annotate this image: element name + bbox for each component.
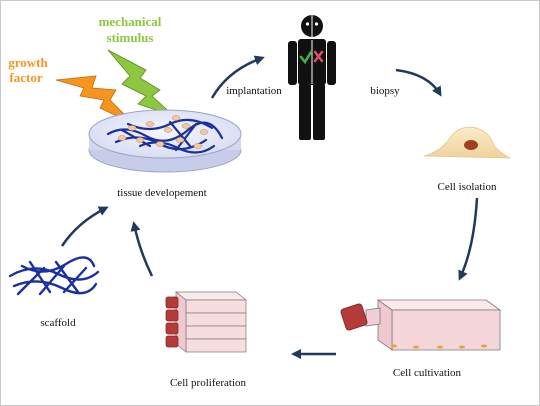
tissue-development-label: tissue developement [117,187,207,199]
stacked-flasks-icon [165,291,247,353]
mechanical-label: mechanical [99,14,162,29]
cycle-arrows [60,55,479,359]
cell-isolation-label: Cell isolation [438,181,497,193]
scaffold-icon [8,256,100,296]
arrow-to-cell-cultivation [458,197,479,281]
check-icon [299,50,313,65]
human-figure-icon [288,15,336,140]
arrow-to-cell-isolation [395,68,442,97]
biopsy-label: biopsy [370,85,400,97]
arrow-to-tissue-from-proliferation [130,221,154,277]
cell-proliferation-label: Cell proliferation [170,377,247,389]
culture-flask-icon [340,299,502,351]
isolated-cell-icon [423,126,511,159]
arrow-to-tissue-from-scaffold [60,206,109,247]
cell-cultivation-label: Cell cultivation [393,367,462,379]
scaffold-label: scaffold [40,317,76,329]
growth-label: growth [8,55,48,70]
arrow-to-implantation [210,55,265,99]
factor-label: factor [9,70,42,85]
implantation-label: implantation [226,85,282,97]
stimulus-label: stimulus [107,30,154,45]
green-lightning-icon [107,49,175,117]
petri-dish-icon [88,109,242,173]
cross-icon [313,50,324,63]
